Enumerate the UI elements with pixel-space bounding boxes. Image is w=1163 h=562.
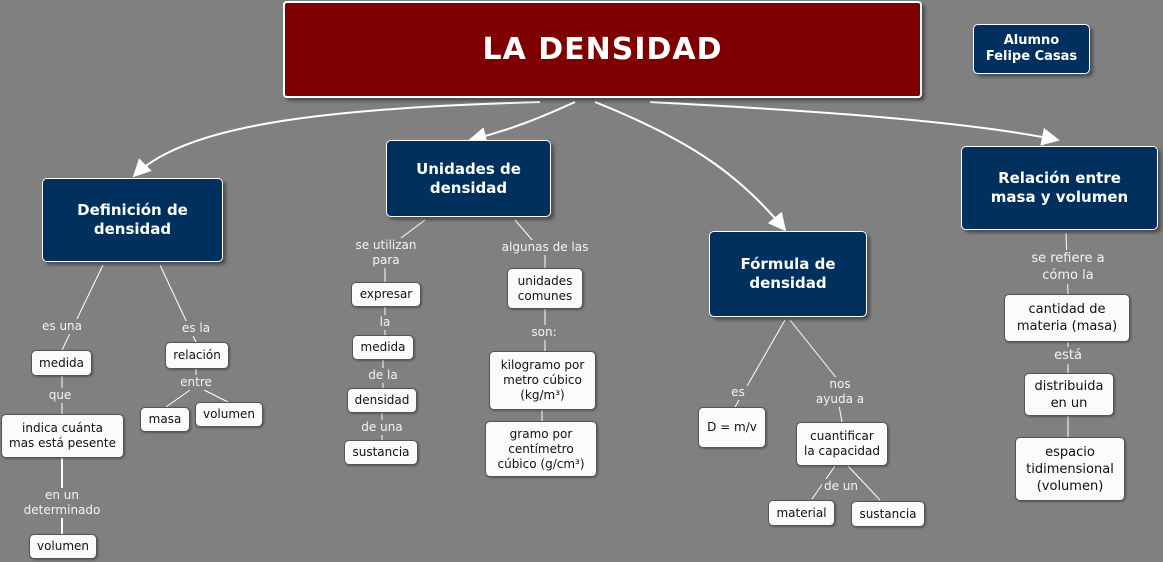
concept-formula[interactable]: Fórmula de densidad bbox=[709, 231, 867, 317]
node-cantidad[interactable]: cantidad de materia (masa) bbox=[1004, 294, 1130, 342]
link-label-es-la: es la bbox=[179, 321, 213, 336]
link-label-en-un: en un determinado bbox=[21, 488, 103, 518]
node-espacio[interactable]: espacio tidimensional (volumen) bbox=[1015, 437, 1125, 501]
link-label-de-una: de una bbox=[359, 420, 405, 435]
link-label-de-la: de la bbox=[366, 368, 400, 383]
link-label-que: que bbox=[46, 388, 74, 403]
link-label-son: son: bbox=[529, 325, 559, 340]
link-label-se-utilizan: se utilizan para bbox=[353, 238, 419, 268]
node-indica[interactable]: indica cuánta mas está pesente bbox=[1, 414, 124, 458]
author-box: Alumno Felipe Casas bbox=[973, 24, 1090, 74]
node-expresar[interactable]: expresar bbox=[351, 282, 421, 307]
node-sustancia[interactable]: sustancia bbox=[344, 440, 418, 465]
link-label-esta: está bbox=[1052, 347, 1084, 364]
concept-definicion[interactable]: Definición de densidad bbox=[42, 178, 223, 262]
node-unidades-comunes[interactable]: unidades comunes bbox=[507, 268, 583, 309]
link-title-unidades bbox=[468, 101, 576, 145]
node-gramo[interactable]: gramo por centímetro cúbico (g/cm³) bbox=[485, 421, 597, 477]
concept-unidades[interactable]: Unidades de densidad bbox=[386, 140, 551, 217]
node-volumen[interactable]: volumen bbox=[29, 534, 97, 559]
node-sustancia-formula[interactable]: sustancia bbox=[851, 501, 925, 527]
node-cuantificar[interactable]: cuantificar la capacidad bbox=[796, 422, 888, 466]
link-label-se-refiere: se refiere a cómo la bbox=[1029, 250, 1107, 284]
link-label-nos-ayuda: nos ayuda a bbox=[813, 377, 867, 407]
link-label-de-un: de un bbox=[821, 479, 861, 494]
node-volumen-relacion[interactable]: volumen bbox=[195, 402, 263, 427]
link-label-es-una: es una bbox=[39, 319, 85, 334]
main-title: LA DENSIDAD bbox=[283, 1, 922, 98]
node-medida-unidades[interactable]: medida bbox=[352, 335, 414, 360]
link-label-la: la bbox=[377, 315, 393, 330]
node-relacion[interactable]: relación bbox=[165, 342, 229, 369]
node-material[interactable]: material bbox=[768, 500, 835, 526]
concept-relacion[interactable]: Relación entre masa y volumen bbox=[961, 146, 1158, 230]
node-distribuida[interactable]: distribuida en un bbox=[1024, 373, 1114, 416]
node-densidad[interactable]: densidad bbox=[347, 388, 417, 413]
link-label-entre: entre bbox=[178, 375, 214, 390]
link-label-es: es bbox=[729, 385, 747, 400]
link-title-formula bbox=[594, 101, 787, 232]
link-label-algunas: algunas de las bbox=[499, 240, 591, 255]
node-formula-equation[interactable]: D = m/v bbox=[698, 407, 766, 448]
node-kilogramo[interactable]: kilogramo por metro cúbico (kg/m³) bbox=[489, 351, 596, 410]
link-title-definicion bbox=[132, 101, 541, 178]
node-masa[interactable]: masa bbox=[140, 407, 190, 432]
node-medida[interactable]: medida bbox=[31, 350, 92, 376]
link-title-relacion bbox=[649, 101, 1060, 146]
